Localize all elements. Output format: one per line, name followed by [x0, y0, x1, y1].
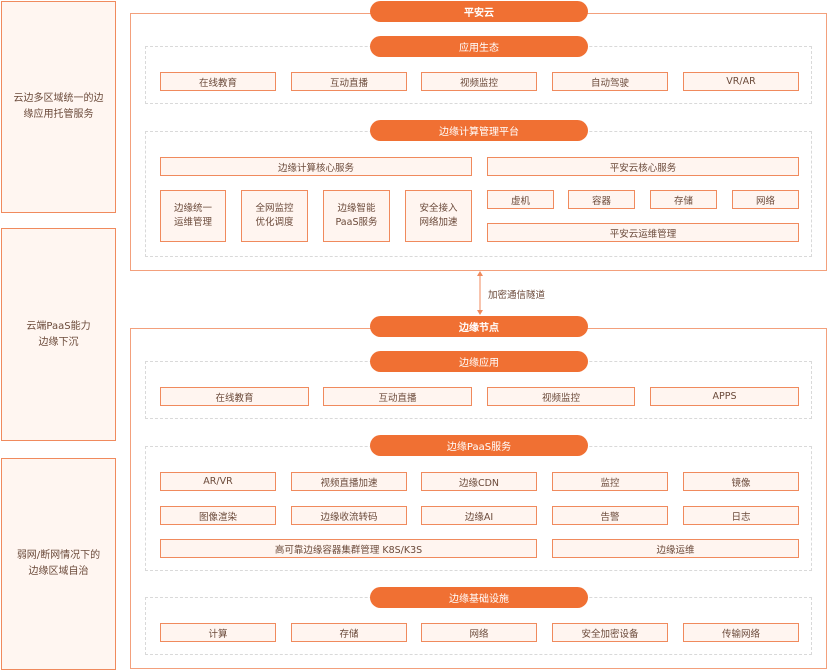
paas-item: 镜像	[683, 472, 799, 491]
edge-core-service-item: 安全接入 网络加速	[405, 190, 472, 242]
item-line: 优化调度	[255, 217, 294, 228]
item-line: 运维管理	[173, 217, 212, 228]
edge-app-item: 互动直播	[323, 387, 472, 406]
side-panel-text: 云边多区域统一的边缘应用托管服务	[13, 93, 104, 120]
edge-ops: 边缘运维	[552, 539, 799, 558]
edge-core-service-item: 边缘智能 PaaS服务	[323, 190, 390, 242]
cloud-core-service-item: 网络	[732, 190, 799, 209]
item-line: 边缘智能	[337, 203, 376, 214]
cloud-core-service-header: 平安云核心服务	[487, 157, 799, 176]
paas-item: 图像渲染	[160, 506, 276, 525]
paas-item: 监控	[552, 472, 668, 491]
paas-item: 边缘收流转码	[291, 506, 407, 525]
infra-item: 计算	[160, 623, 276, 642]
tunnel-label: 加密通信隧道	[488, 290, 546, 301]
side-panel-text: 弱网/断网情况下的边缘区域自治	[16, 550, 101, 577]
infra-item: 存储	[291, 623, 407, 642]
item-line: 网络加速	[419, 217, 458, 228]
app-eco-item: 自动驾驶	[552, 72, 668, 91]
infra-item: 传输网络	[683, 623, 799, 642]
app-eco-item: VR/AR	[683, 72, 799, 91]
cloud-core-service-item: 容器	[568, 190, 635, 209]
cloud-core-service-item: 虚机	[487, 190, 554, 209]
edge-app-item: 视频监控	[487, 387, 635, 406]
item-line: 边缘统一	[173, 203, 212, 214]
tunnel-arrow-icon	[477, 271, 483, 315]
app-eco-item: 在线教育	[160, 72, 276, 91]
edge-infra-title-pill: 边缘基础设施	[370, 587, 588, 608]
edge-title-pill: 边缘节点	[370, 316, 588, 337]
app-eco-title-pill: 应用生态	[370, 36, 588, 57]
k8s-cluster-management: 高可靠边缘容器集群管理 K8S/K3S	[160, 539, 537, 558]
side-panel-unified-hosting: 云边多区域统一的边缘应用托管服务	[1, 1, 116, 213]
item-line: 安全接入	[419, 203, 458, 214]
item-line: 全网监控	[255, 203, 294, 214]
edge-core-service-item: 边缘统一 运维管理	[160, 190, 226, 242]
edge-app-item: 在线教育	[160, 387, 309, 406]
paas-item: 视频直播加速	[291, 472, 407, 491]
app-eco-item: 互动直播	[291, 72, 407, 91]
side-panel-text: 云端PaaS能力边缘下沉	[26, 320, 91, 348]
infra-item: 安全加密设备	[552, 623, 668, 642]
side-panel-autonomy: 弱网/断网情况下的边缘区域自治	[1, 458, 116, 670]
app-eco-item: 视频监控	[421, 72, 537, 91]
paas-item: 告警	[552, 506, 668, 525]
paas-item: AR/VR	[160, 472, 276, 491]
paas-item: 日志	[683, 506, 799, 525]
cloud-title-pill: 平安云	[370, 1, 588, 22]
item-line: PaaS服务	[335, 217, 378, 228]
edge-paas-title-pill: 边缘PaaS服务	[370, 435, 588, 456]
edge-app-item: APPS	[650, 387, 799, 406]
platform-title-pill: 边缘计算管理平台	[370, 120, 588, 141]
edge-core-service-item: 全网监控 优化调度	[241, 190, 308, 242]
edge-core-service-header: 边缘计算核心服务	[160, 157, 472, 176]
infra-item: 网络	[421, 623, 537, 642]
cloud-ops-management: 平安云运维管理	[487, 223, 799, 242]
paas-item: 边缘AI	[421, 506, 537, 525]
edge-apps-title-pill: 边缘应用	[370, 351, 588, 372]
side-panel-paas-sinking: 云端PaaS能力边缘下沉	[1, 228, 116, 441]
paas-item: 边缘CDN	[421, 472, 537, 491]
cloud-core-service-item: 存储	[650, 190, 717, 209]
